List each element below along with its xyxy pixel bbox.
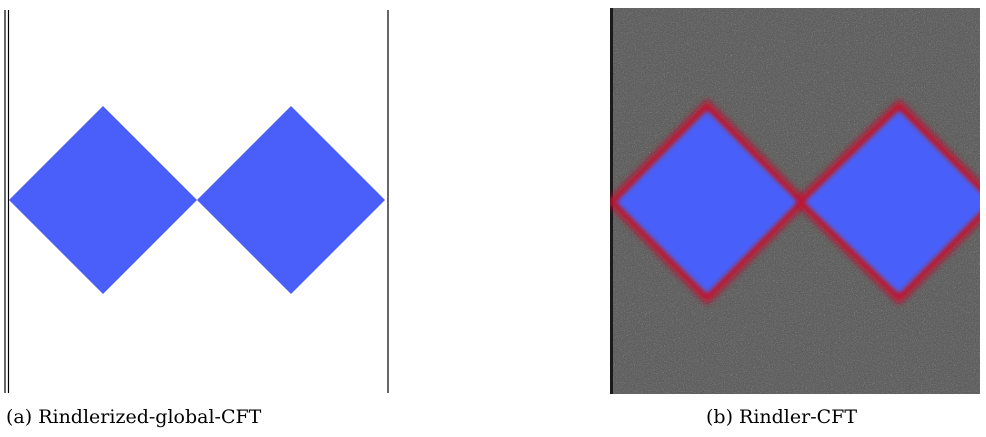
panel-b-diagram xyxy=(606,8,986,394)
diamond-edge-glow xyxy=(606,99,986,305)
glow-left xyxy=(606,99,808,305)
panel-rindlerized-global-cft xyxy=(0,0,400,400)
causal-diamond-left xyxy=(9,106,197,294)
panel-rindler-cft xyxy=(606,8,986,394)
caption-panel-b: (b) Rindler-CFT xyxy=(706,406,858,428)
glow-right xyxy=(794,99,986,305)
causal-diamond-left xyxy=(617,111,797,293)
causal-diamond-right xyxy=(805,111,986,293)
caption-panel-a: (a) Rindlerized-global-CFT xyxy=(6,406,262,428)
panel-a-diagram xyxy=(4,10,389,393)
causal-diamond-right xyxy=(197,106,385,294)
